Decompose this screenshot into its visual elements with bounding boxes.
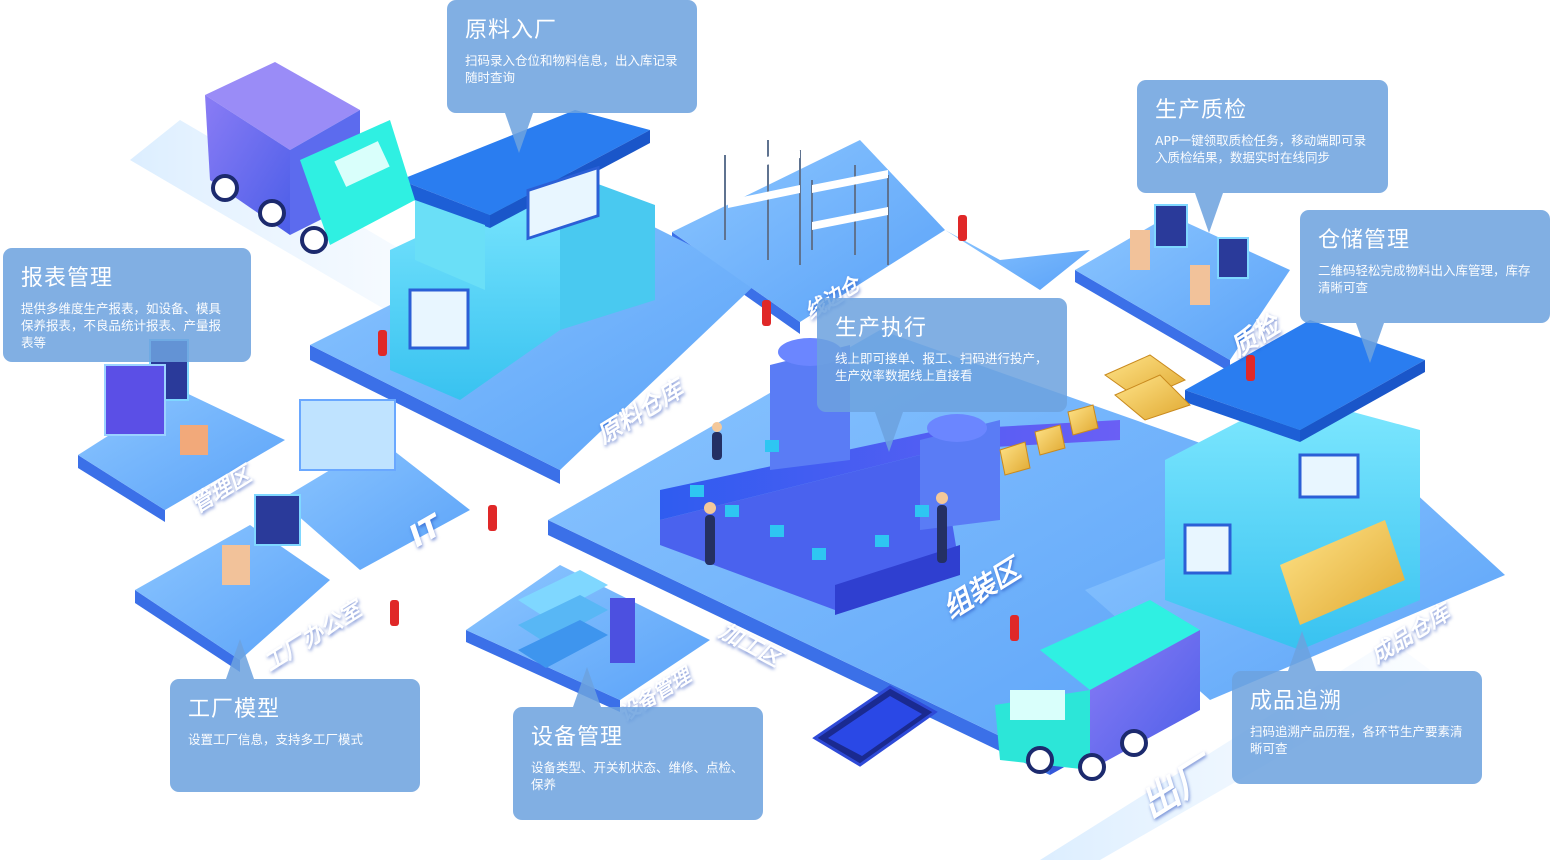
- line-side-shelves: [724, 140, 889, 265]
- callout-title: 原料入厂: [465, 18, 558, 43]
- callout-description: 扫码追溯产品历程，各环节生产要素清晰可查: [1250, 724, 1463, 756]
- parts-on-conveyor: [690, 440, 929, 560]
- callout-description: 扫码录入仓位和物料信息，出入库记录随时查询: [465, 53, 678, 85]
- callout-title: 仓储管理: [1318, 228, 1411, 253]
- callout-title: 报表管理: [21, 266, 114, 291]
- finished-goods-building: [1165, 320, 1425, 650]
- callout-pointer: [875, 412, 903, 452]
- callout-pointer: [573, 667, 601, 707]
- callout-raw-material-in: 原料入厂 扫码录入仓位和物料信息，出入库记录随时查询: [447, 0, 697, 153]
- callout-pointer: [1356, 323, 1384, 363]
- callout-description: 二维码轻松完成物料出入库管理，库存清晰可查: [1318, 263, 1531, 295]
- callout-factory-model: 工厂模型 设置工厂信息，支持多工厂模式: [170, 639, 420, 792]
- callout-title: 设备管理: [531, 725, 624, 750]
- fire-extinguishers: [378, 215, 1255, 641]
- callout-pointer: [226, 639, 254, 679]
- outgoing-truck: [995, 600, 1200, 781]
- callout-pointer: [1195, 193, 1223, 233]
- callout-description: APP一键领取质检任务，移动端即可录入质检结果，数据实时在线同步: [1155, 133, 1367, 165]
- callout-title: 工厂模型: [188, 697, 281, 722]
- callout-title: 成品追溯: [1250, 689, 1343, 714]
- callout-description: 线上即可接单、报工、扫码进行投产，生产效率数据线上直接看: [835, 351, 1048, 383]
- server-stack: [518, 570, 635, 668]
- workers: [180, 230, 1210, 585]
- callout-description: 设备类型、开关机状态、维修、点检、保养: [531, 760, 744, 792]
- callout-description: 设置工厂信息，支持多工厂模式: [188, 732, 364, 747]
- callout-title: 生产质检: [1155, 98, 1248, 123]
- callout-equipment-management: 设备管理 设备类型、开关机状态、维修、点检、保养: [513, 667, 763, 820]
- callout-report-management: 报表管理 提供多维度生产报表，如设备、模具保养报表，不良品统计报表、产量报表等: [3, 248, 251, 362]
- callout-warehouse-management: 仓储管理 二维码轻松完成物料出入库管理，库存清晰可查: [1300, 210, 1550, 363]
- incoming-truck: [205, 62, 415, 254]
- tablet-device: [812, 685, 938, 767]
- callout-pointer: [1288, 631, 1316, 671]
- callout-production-execution: 生产执行 线上即可接单、报工、扫码进行投产，生产效率数据线上直接看: [817, 298, 1067, 452]
- callout-quality-check: 生产质检 APP一键领取质检任务，移动端即可录入质检结果，数据实时在线同步: [1137, 80, 1388, 233]
- callout-product-traceability: 成品追溯 扫码追溯产品历程，各环节生产要素清晰可查: [1232, 631, 1482, 784]
- callout-description: 提供多维度生产报表，如设备、模具保养报表，不良品统计报表、产量报表等: [21, 301, 222, 350]
- gold-cargo-boxes: [999, 354, 1191, 476]
- raw-material-building: [390, 110, 655, 400]
- callout-title: 生产执行: [835, 316, 928, 341]
- callout-pointer: [505, 113, 533, 153]
